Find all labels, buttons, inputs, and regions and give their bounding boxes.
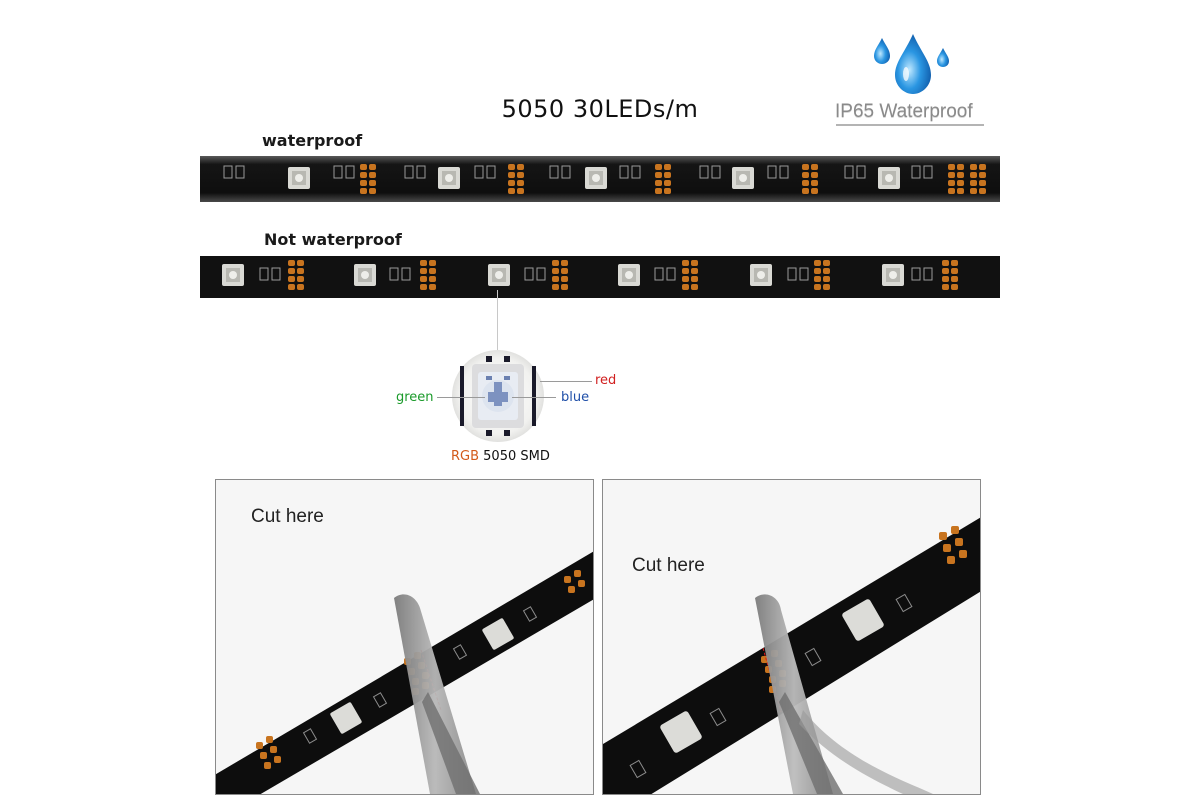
cut-photo-left: Cut here: [215, 479, 594, 795]
smd-caption: RGB 5050 SMD: [451, 449, 550, 464]
not-waterproof-led-strip: [200, 256, 1000, 298]
smd-caption-rgb: RGB: [451, 449, 480, 464]
waterproof-label: waterproof: [262, 131, 363, 150]
ip65-underline: [836, 124, 984, 126]
ip65-label: IP65 Waterproof: [835, 101, 973, 122]
waterproof-badge: [835, 30, 995, 130]
strip-cut-illustration-right: [603, 517, 980, 794]
right-cut-label: Cut here: [632, 555, 705, 576]
blue-label: blue: [561, 390, 590, 405]
left-cut-label: Cut here: [251, 506, 324, 527]
blue-leader: [512, 397, 556, 398]
page-title: 5050 30LEDs/m: [501, 95, 699, 123]
strip-cut-illustration-left: [216, 551, 593, 794]
green-leader: [437, 397, 485, 398]
green-label: green: [396, 390, 434, 405]
smd-pointer-line: [497, 290, 498, 352]
rgb-smd-closeup: [452, 350, 544, 442]
cut-photo-right: Cut here: [602, 479, 981, 795]
red-leader: [540, 381, 592, 382]
red-label: red: [595, 373, 617, 388]
not-waterproof-label: Not waterproof: [264, 230, 402, 249]
waterproof-led-strip: [200, 156, 1000, 202]
water-drops-icon: [874, 34, 949, 94]
smd-caption-rest: 5050 SMD: [479, 449, 550, 464]
